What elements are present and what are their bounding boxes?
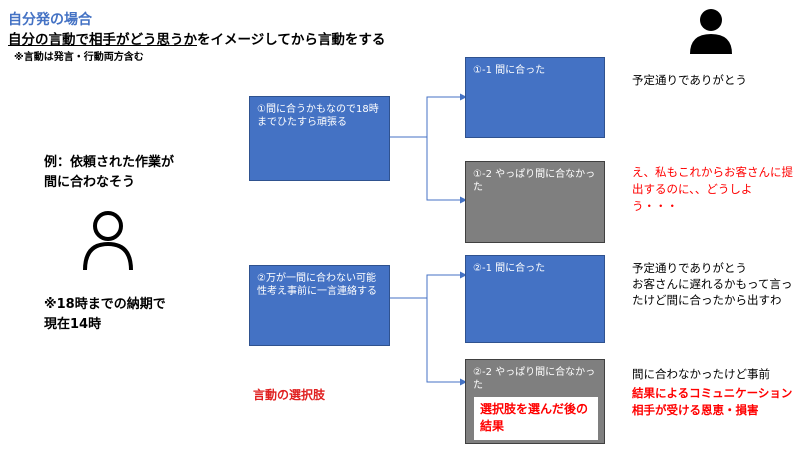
person-silhouette-icon [690, 9, 732, 54]
conclusion-text: 結果によるコミュニケーション相手が受ける恩恵・損害 [632, 386, 793, 417]
option-box-2: ②万が一間に合わない可能性考え事前に一言連絡する [249, 265, 390, 346]
reaction-1-1: 予定通りでありがとう [632, 73, 747, 87]
outcome-box-1-2: ①-2 やっぱり間に合なかった [465, 161, 605, 243]
example-line-1: 例：依頼された作業が [44, 155, 175, 170]
outcome-box-2-1: ②-1 間に合った [465, 255, 605, 343]
slide-subtitle: 自分の言動で相手がどう思うかをイメージしてから言動をする [8, 28, 385, 48]
reaction-2-1: 予定通りでありがとう お客さんに遅れるかもって言ったけど間に合ったから出すわ [632, 260, 797, 308]
slide-title: 自分発の場合 [8, 12, 92, 28]
reaction-1-2: え、私もこれからお客さんに提出するのに、、どうしよう・・・ [632, 165, 793, 213]
deadline-line-1: ※18時までの納期で [44, 297, 166, 312]
reaction-2-2: 間に合わなかったけど事前 [632, 367, 770, 381]
person-outline-icon [83, 211, 133, 271]
result-label: 選択肢を選んだ後の結果 [474, 397, 598, 440]
option-box-1: ①間に合うかもなので18時までひたすら頑張る [249, 96, 390, 181]
deadline-text: ※18時までの納期で 現在14時 [44, 295, 166, 335]
reaction-2-1-line-2: お客さんに遅れるかもって言ったけど間に合ったから出すわ [632, 277, 793, 307]
outcome-box-1-1: ①-1 間に合った [465, 57, 605, 138]
subtitle-emphasis: 自分の言動で相手がどう思うか [8, 32, 197, 48]
reaction-2-1-line-1: 予定通りでありがとう [632, 261, 747, 275]
example-text: 例：依頼された作業が 間に合わなそう [44, 153, 174, 193]
deadline-line-2: 現在14時 [44, 317, 102, 332]
choices-label: 言動の選択肢 [253, 388, 326, 402]
subtitle-rest: をイメージしてから言動をする [197, 32, 386, 48]
example-line-2: 間に合わなそう [44, 175, 136, 190]
note-text: ※言動は発言・行動両方含む [14, 52, 144, 63]
